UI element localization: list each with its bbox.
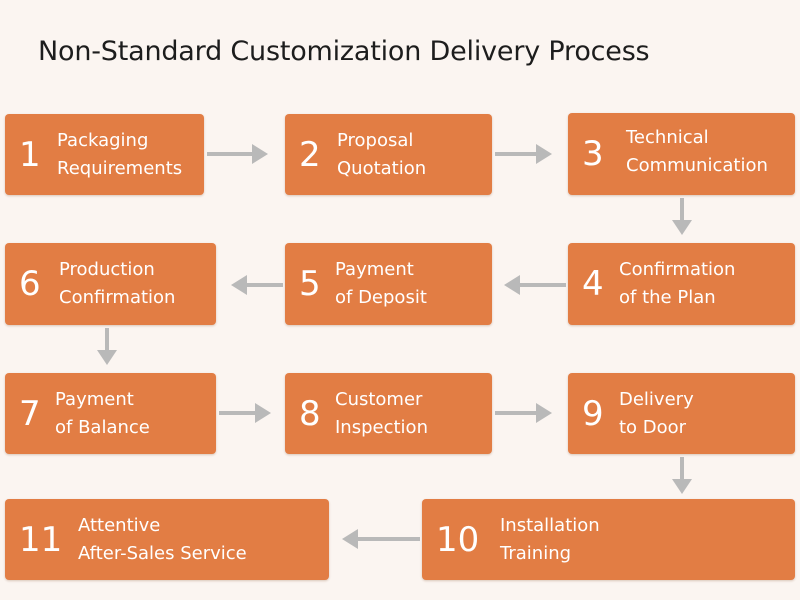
arrow-down-icon [97,328,117,365]
arrow-right-icon [219,403,271,423]
step-number: 6 [19,264,41,304]
step-number: 3 [582,134,604,174]
arrow-right-icon [495,403,552,423]
arrow-right-icon [495,144,552,164]
step-number: 1 [19,134,41,175]
step-number: 10 [436,519,480,560]
arrow-down-icon [672,457,692,494]
arrow-down-icon [672,198,692,235]
arrow-right-icon [207,144,268,164]
arrow-left-icon [231,275,283,295]
step-number: 5 [299,264,321,304]
step-number: 8 [299,393,321,434]
arrow-left-icon [342,529,420,549]
arrow-left-icon [504,275,566,295]
step-number: 7 [19,393,41,434]
step-number: 11 [19,519,63,560]
step-number: 4 [582,264,604,304]
page-title: Non-Standard Customization Delivery Proc… [38,36,650,67]
step-number: 2 [299,134,321,175]
step-number: 9 [582,393,604,434]
